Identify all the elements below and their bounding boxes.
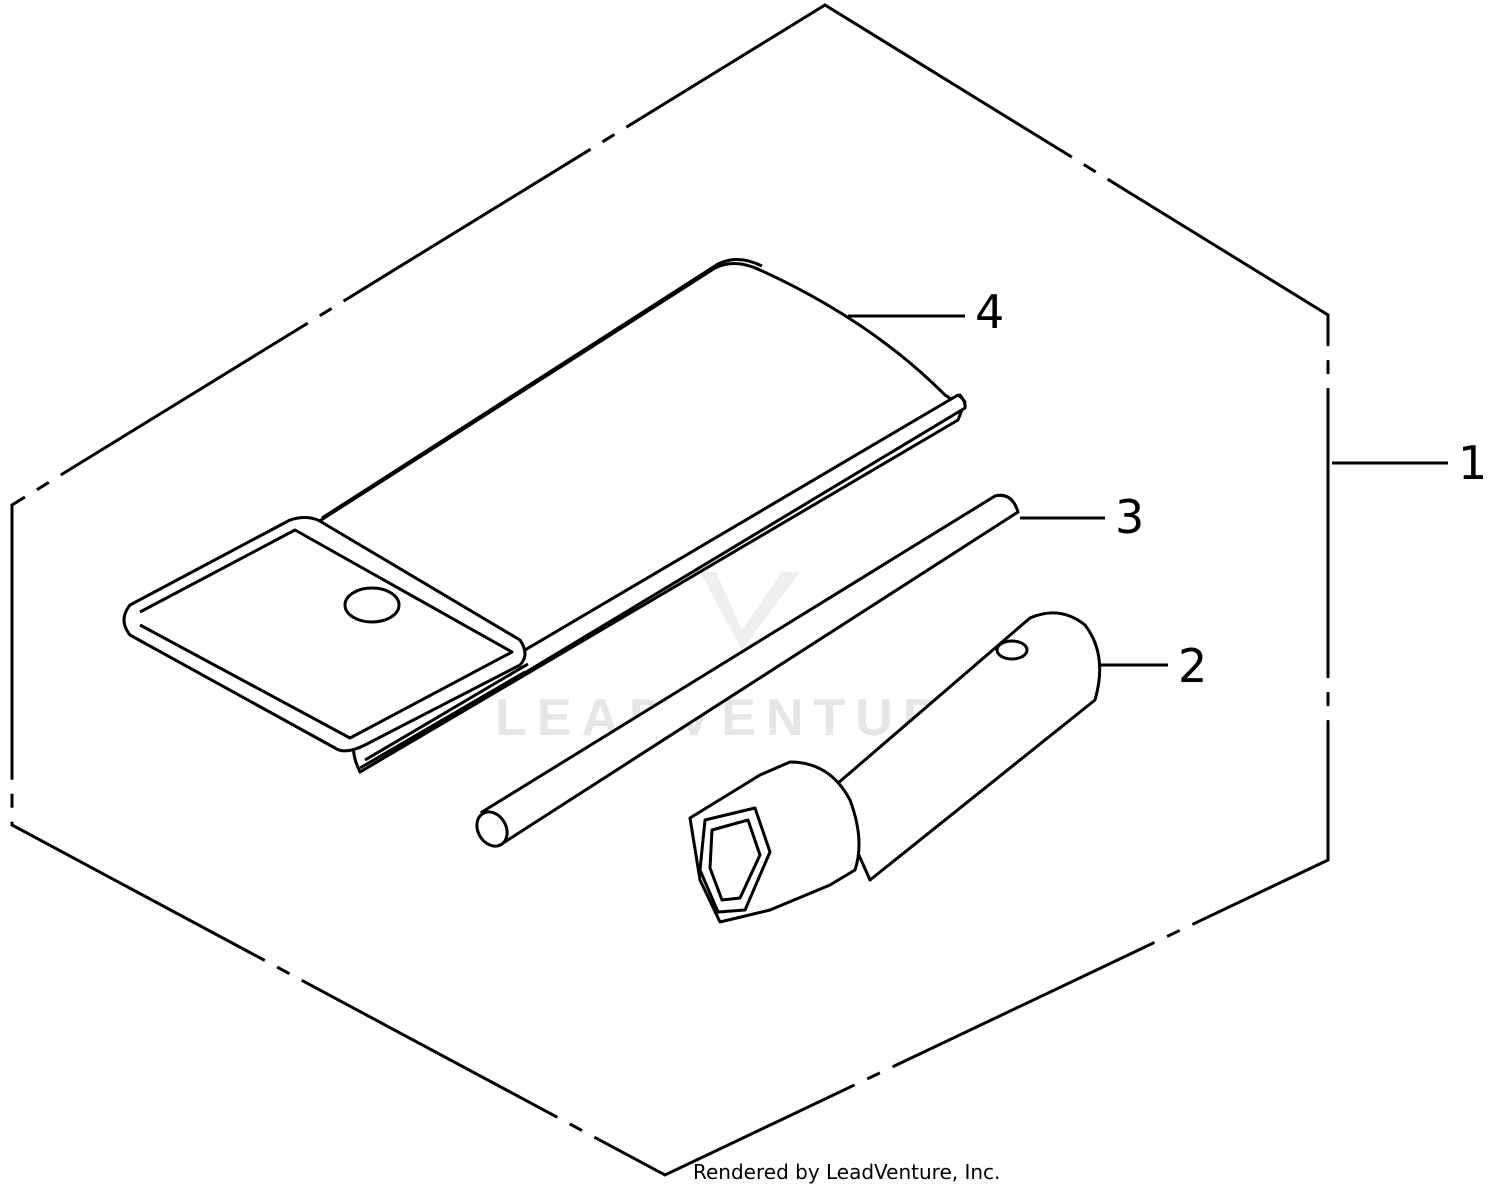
handle-bar [475,493,1020,848]
socket-hex-inner [708,818,762,902]
socket-wrench-shaft [828,611,1102,882]
kit-boundary [10,3,1330,1177]
handle-bar-body [480,493,1020,848]
tool-bag-bottom-fold [359,662,529,770]
callout-2: 2 [1178,639,1207,693]
snap-button [343,586,401,624]
callout-3: 3 [1115,490,1144,544]
socket-wrench [688,611,1102,924]
v-logo-icon [700,572,800,650]
tool-bag-body [316,262,962,662]
callout-4: 4 [975,285,1004,339]
render-credit: Rendered by LeadVenture, Inc. [693,1160,1001,1184]
handle-bar-end [475,810,509,848]
socket-cross-hole [995,639,1029,661]
callout-1: 1 [1458,436,1487,490]
tool-bag-flap-inner [139,528,514,740]
tool-bag [122,258,967,774]
tool-bag-top-edge [321,258,763,520]
tool-bag-flap [122,516,527,753]
